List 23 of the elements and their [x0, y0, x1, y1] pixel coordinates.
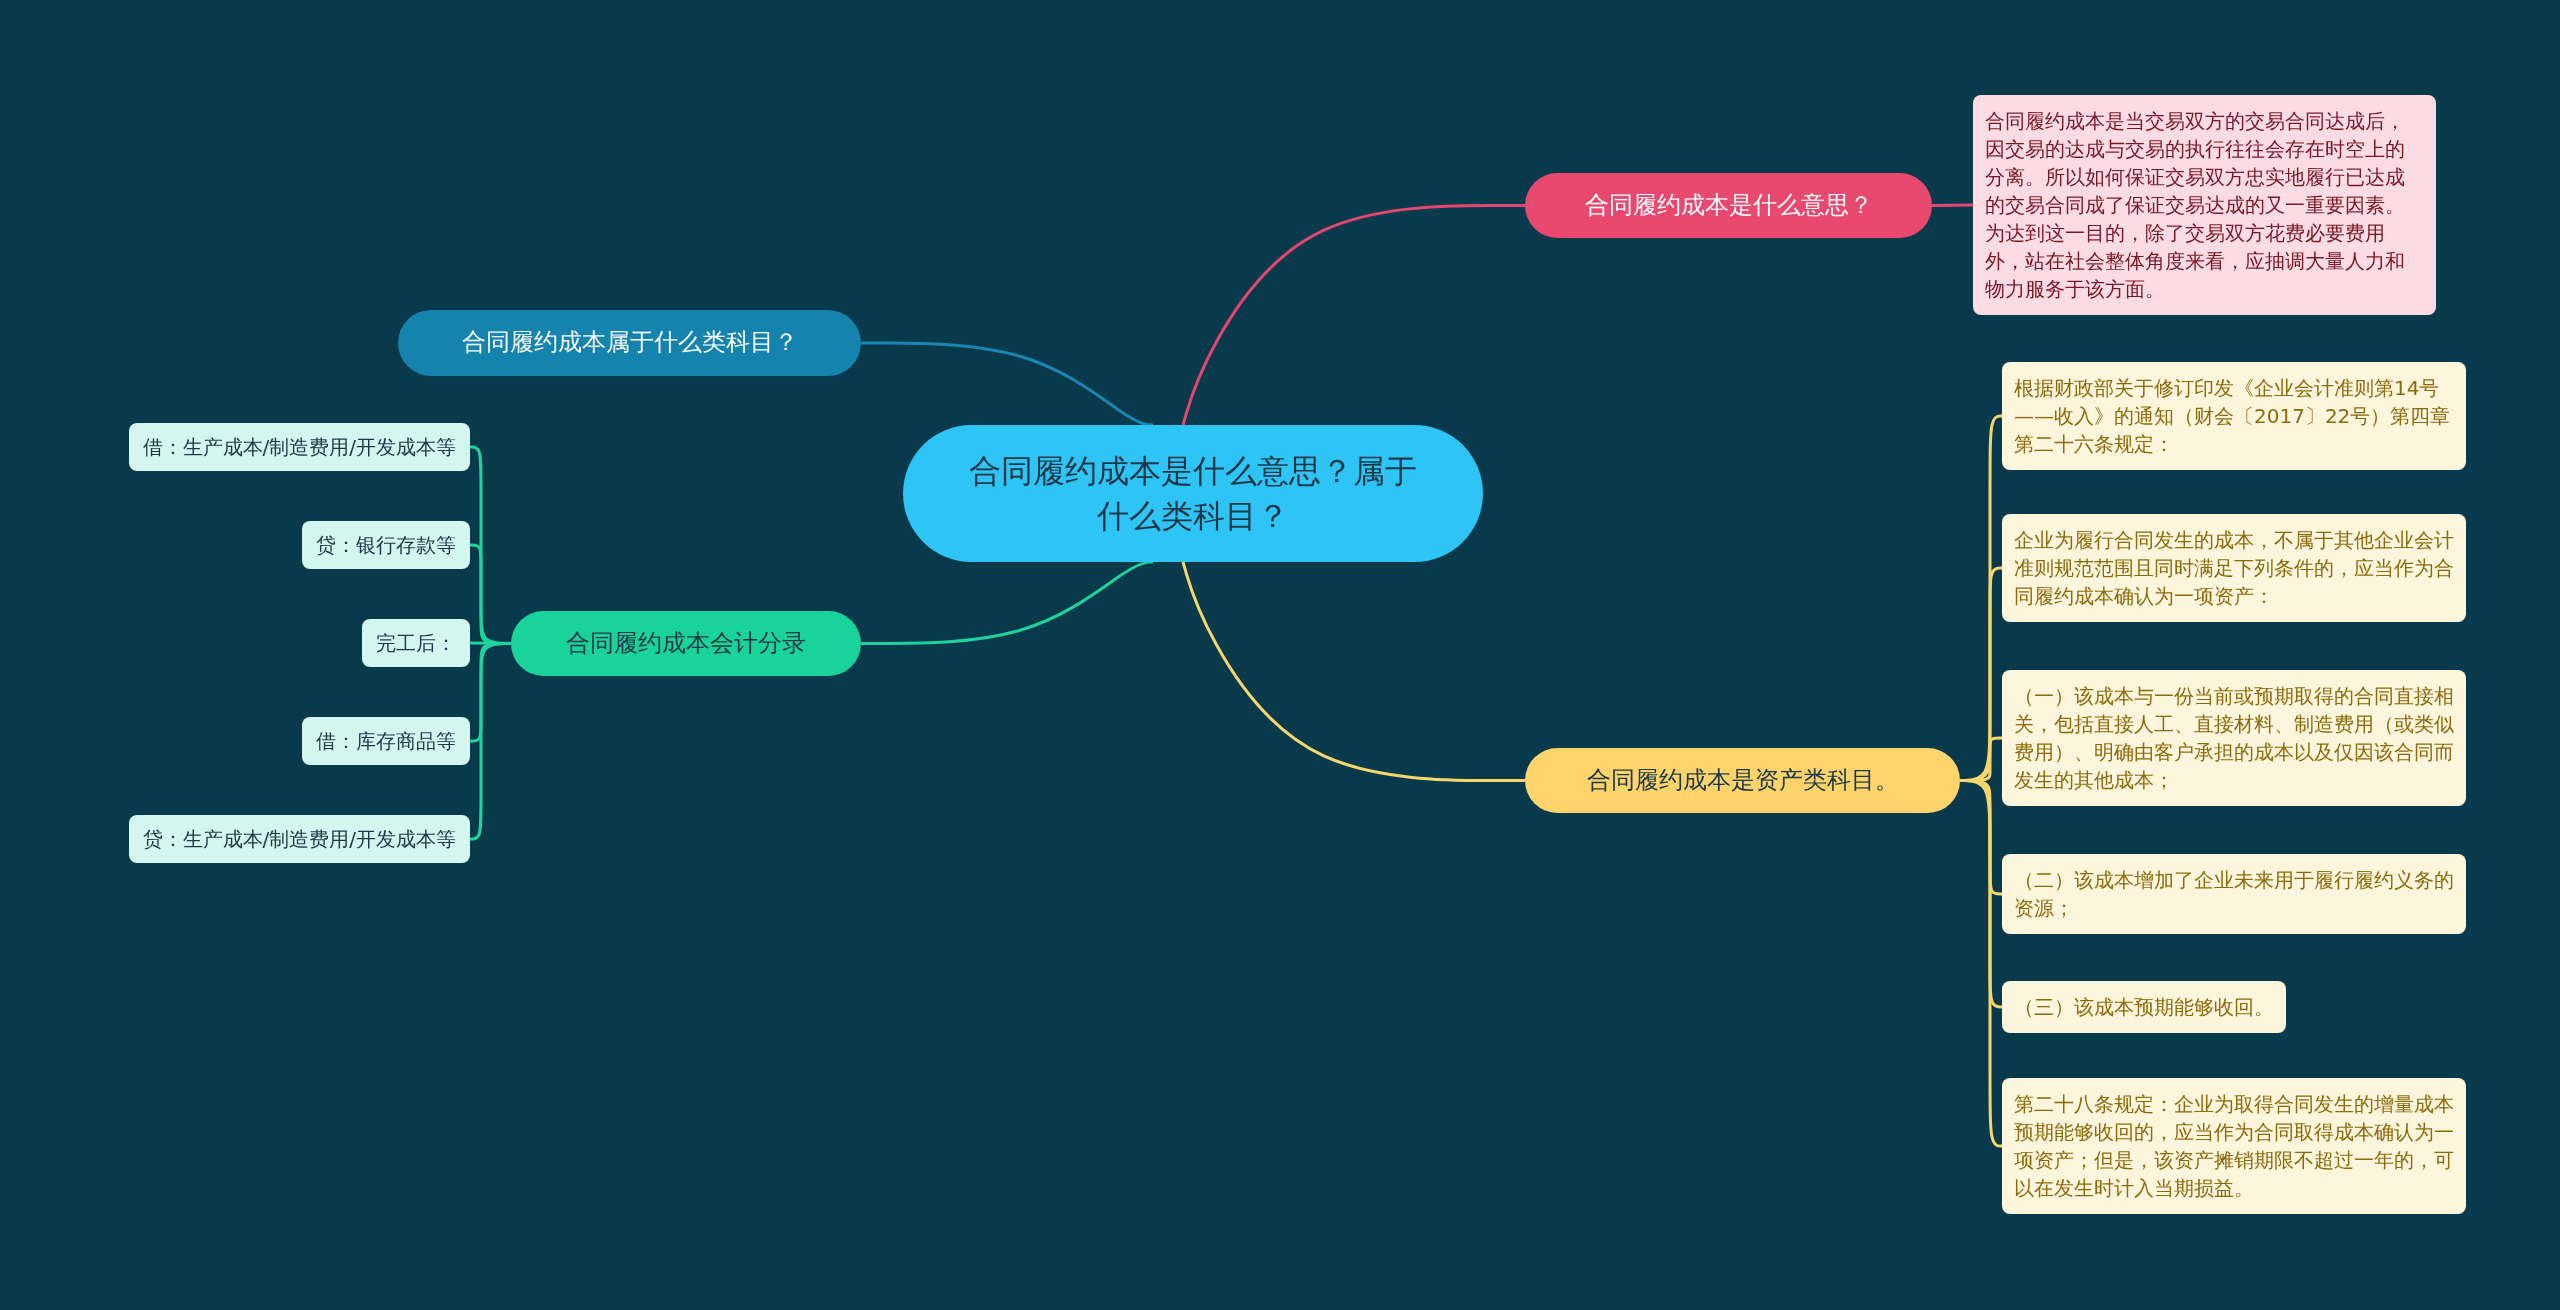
branch-topic: 合同履约成本是什么意思？	[1525, 173, 1932, 238]
branch-topic: 合同履约成本是资产类科目。	[1525, 748, 1960, 813]
central-topic: 合同履约成本是什么意思？属于什么类科目？	[903, 425, 1483, 562]
connector-line	[859, 341, 1155, 427]
note-card: （一）该成本与一份当前或预期取得的合同直接相关，包括直接人工、直接材料、制造费用（或类似费用）、明确由客户承担的成本以及仅因该合同而发生的其他成本；	[2002, 670, 2466, 806]
entry-card: 完工后：	[362, 619, 470, 667]
connector-line	[468, 642, 513, 841]
connector-line	[1181, 204, 1527, 427]
note-card: 企业为履行合同发生的成本，不属于其他企业会计准则规范范围且同时满足下列条件的，应当作为合同履约成本确认为一项资产：	[2002, 514, 2466, 622]
connector-line	[859, 560, 1155, 645]
entry-card: 贷：生产成本/制造费用/开发成本等	[128, 815, 470, 863]
note-card: （三）该成本预期能够收回。	[2002, 981, 2286, 1033]
branch-topic: 合同履约成本属于什么类科目？	[398, 310, 861, 376]
connector-line	[1181, 560, 1527, 782]
entry-card: 贷：银行存款等	[302, 521, 470, 569]
branch-topic: 合同履约成本会计分录	[511, 611, 861, 676]
note-card: 根据财政部关于修订印发《企业会计准则第14号——收入》的通知（财会〔2017〕22号）第四章第二十六条规定：	[2002, 362, 2466, 470]
note-card: 第二十八条规定：企业为取得合同发生的增量成本预期能够收回的，应当作为合同取得成本确认为一项资产；但是，该资产摊销期限不超过一年的，可以在发生时计入当期损益。	[2002, 1078, 2466, 1214]
note-card: 合同履约成本是当交易双方的交易合同达成后，因交易的达成与交易的执行往往会存在时空上的分离。所以如何保证交易双方忠实地履行已达成的交易合同成了保证交易达成的又一重要因素。为达到这一目的，除了交易双方花费必要费用外，站在社会整体角度来看，应抽调大量人力和物力服务于该方面。	[1973, 95, 2436, 315]
entry-card: 借：生产成本/制造费用/开发成本等	[128, 423, 470, 471]
note-card: （二）该成本增加了企业未来用于履行履约义务的资源；	[2002, 854, 2466, 934]
entry-card: 借：库存商品等	[302, 717, 470, 765]
connector-line	[1931, 203, 1974, 207]
